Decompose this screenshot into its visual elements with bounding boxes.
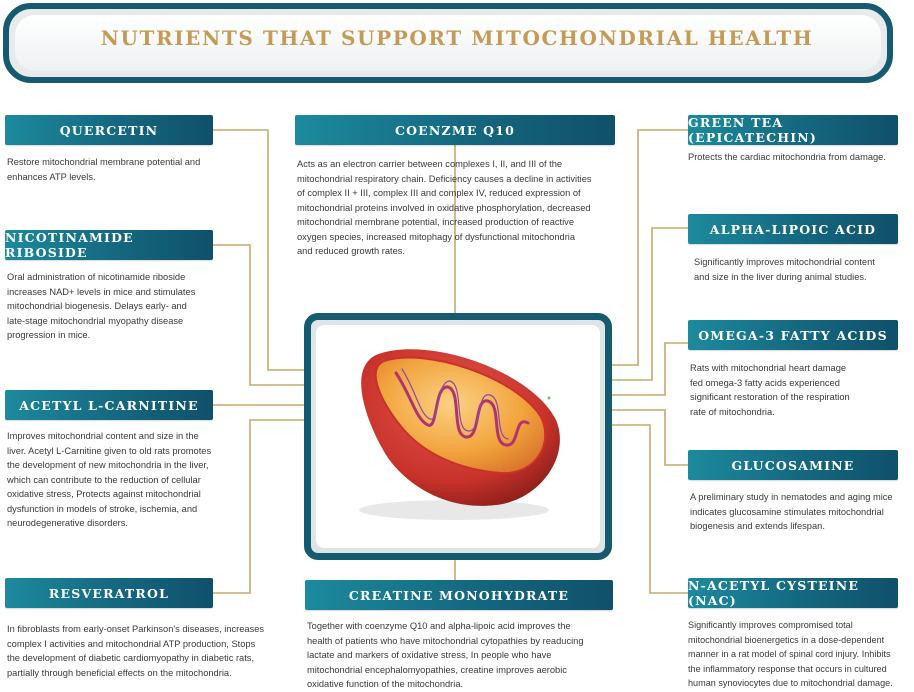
desc-glucosamine: A preliminary study in nematodes and agi… [690, 490, 912, 534]
desc-line: Restore mitochondrial membrane potential… [7, 157, 201, 167]
connector-lipoic [608, 227, 688, 381]
desc-line: significant restoration of the respirati… [690, 392, 850, 402]
desc-line: complex I activities and mitochondrial A… [7, 638, 256, 649]
desc-n-acetyl-cysteine: Significantly improves compromised total… [688, 618, 912, 691]
desc-line: lactate and markers of oxidative stress,… [307, 650, 552, 660]
desc-line: the development of diabetic cardiomyopat… [7, 653, 255, 663]
desc-line: fed omega-3 fatty acids experienced [690, 377, 840, 388]
label-acetyl-l-carnitine: ACETYL L-CARNITINE [5, 390, 213, 420]
desc-line: health of patients who have mitochondria… [307, 635, 584, 646]
desc-line: biogenesis and extends lifespan. [690, 521, 825, 531]
desc-line: oxidative stress, Protects against mitoc… [7, 489, 201, 499]
label-green-tea: GREEN TEA (EPICATECHIN) [688, 115, 898, 145]
desc-line: mitochondrial respiratory chain. Deficie… [297, 173, 592, 184]
desc-line: oxidative function of the mitochondria. [307, 679, 464, 689]
label-creatine-monohydrate: CREATINE MONOHYDRATE [305, 580, 613, 610]
mitochondrion-image [316, 325, 600, 548]
mitochondrion-image-frame [304, 313, 612, 560]
desc-line: Together with coenzyme Q10 and alpha-lip… [307, 621, 571, 631]
label-quercetin: QUERCETIN [5, 115, 213, 145]
label-glucosamine: GLUCOSAMINE [688, 450, 898, 480]
label-omega-3: OMEGA-3 FATTY ACIDS [688, 320, 898, 350]
desc-nicotinamide-riboside: Oral administration of nicotinamide ribo… [7, 270, 237, 343]
desc-line: Significantly improves compromised total [688, 620, 853, 630]
desc-line: In fibroblasts from early-onset Parkinso… [7, 624, 265, 634]
page-title: NUTRIENTS THAT SUPPORT MITOCHONDRIAL HEA… [100, 26, 814, 50]
desc-line: neurodegenerative disorders. [7, 518, 128, 528]
desc-line: rate of mitochondria. [690, 406, 775, 417]
desc-omega-3: Rats with mitochondrial heart damage fed… [690, 361, 905, 419]
desc-line: enhances ATP levels. [7, 171, 96, 182]
desc-line: oxygen species, increased mitophagy of d… [297, 231, 576, 242]
mitochondrion-icon [359, 349, 560, 520]
desc-line: dysfunction in models of stroke, ischemi… [7, 503, 198, 514]
desc-line: of complex II + III, complex III and com… [297, 188, 581, 198]
desc-line: mitochondrial proteins involved in oxida… [297, 202, 591, 213]
desc-green-tea: Protects the cardiac mitochondria from d… [688, 150, 910, 165]
desc-line: manner in a rat model of spinal cord inj… [688, 649, 891, 659]
desc-line: A preliminary study in nematodes and agi… [690, 492, 893, 502]
desc-line: human synoviocytes due to mitochondrial … [688, 678, 893, 688]
connector-omega3 [608, 342, 688, 396]
connector-resveratrol [213, 419, 312, 594]
connector-greentea [608, 129, 688, 366]
label-alpha-lipoic-acid: ALPHA-LIPOIC ACID [688, 214, 898, 244]
desc-line: Significantly improves mitochondrial con… [694, 257, 875, 267]
desc-acetyl-l-carnitine: Improves mitochondrial content and size … [7, 429, 252, 531]
desc-line: progression in mice. [7, 330, 91, 340]
desc-line: increases NAD+ levels in mice and stimul… [7, 286, 196, 297]
connector-glucosamine [608, 409, 688, 466]
label-resveratrol: RESVERATROL [5, 578, 213, 608]
title-banner [3, 3, 893, 83]
desc-line: and reduced growth rates. [297, 246, 406, 256]
desc-coenzyme-q10: Acts as an electron carrier between comp… [297, 157, 617, 259]
desc-line: the inflammatory response that occurs in… [688, 663, 887, 674]
desc-line: mitochondrial biogenesis. Delays early- … [7, 301, 187, 311]
desc-line: mitochondrial encephalomyopathies, creat… [307, 664, 567, 675]
desc-creatine-monohydrate: Together with coenzyme Q10 and alpha-lip… [307, 619, 617, 692]
desc-line: partially through beneficial effects on … [7, 667, 232, 678]
desc-resveratrol: In fibroblasts from early-onset Parkinso… [7, 622, 297, 680]
desc-line: late-stage mitochondrial myopathy diseas… [7, 315, 184, 326]
desc-line: and size in the liver during animal stud… [694, 271, 867, 282]
desc-line: liver. Acetyl L-Carnitine given to old r… [7, 445, 212, 456]
title-banner-inner [15, 15, 881, 71]
label-coenzyme-q10: COENZME Q10 [295, 115, 615, 145]
desc-alpha-lipoic-acid: Significantly improves mitochondrial con… [694, 255, 909, 284]
desc-line: Improves mitochondrial content and size … [7, 431, 199, 441]
desc-line: Oral administration of nicotinamide ribo… [7, 272, 186, 282]
desc-line: the development of new mitochondria in t… [7, 460, 209, 470]
label-nicotinamide-riboside: NICOTINAMIDE RIBOSIDE [5, 230, 213, 260]
desc-line: mitochondrial membrane potential, increa… [297, 217, 574, 227]
desc-line: indicates glucosamine stimulates mitocho… [690, 506, 884, 517]
connector-nac [608, 424, 688, 594]
desc-quercetin: Restore mitochondrial membrane potential… [7, 155, 227, 184]
label-n-acetyl-cysteine: N-ACETYL CYSTEINE (NAC) [688, 578, 898, 608]
connector-quercetin [213, 129, 312, 371]
desc-line: mitochondrial bioenergetics in a dose-de… [688, 634, 885, 645]
desc-line: Protects the cardiac mitochondria from d… [688, 152, 886, 162]
desc-line: Rats with mitochondrial heart damage [690, 363, 847, 373]
connector-nicotinamide [213, 244, 312, 386]
desc-line: Acts as an electron carrier between comp… [297, 159, 563, 169]
desc-line: which can contribute to the reduction of… [7, 474, 201, 485]
